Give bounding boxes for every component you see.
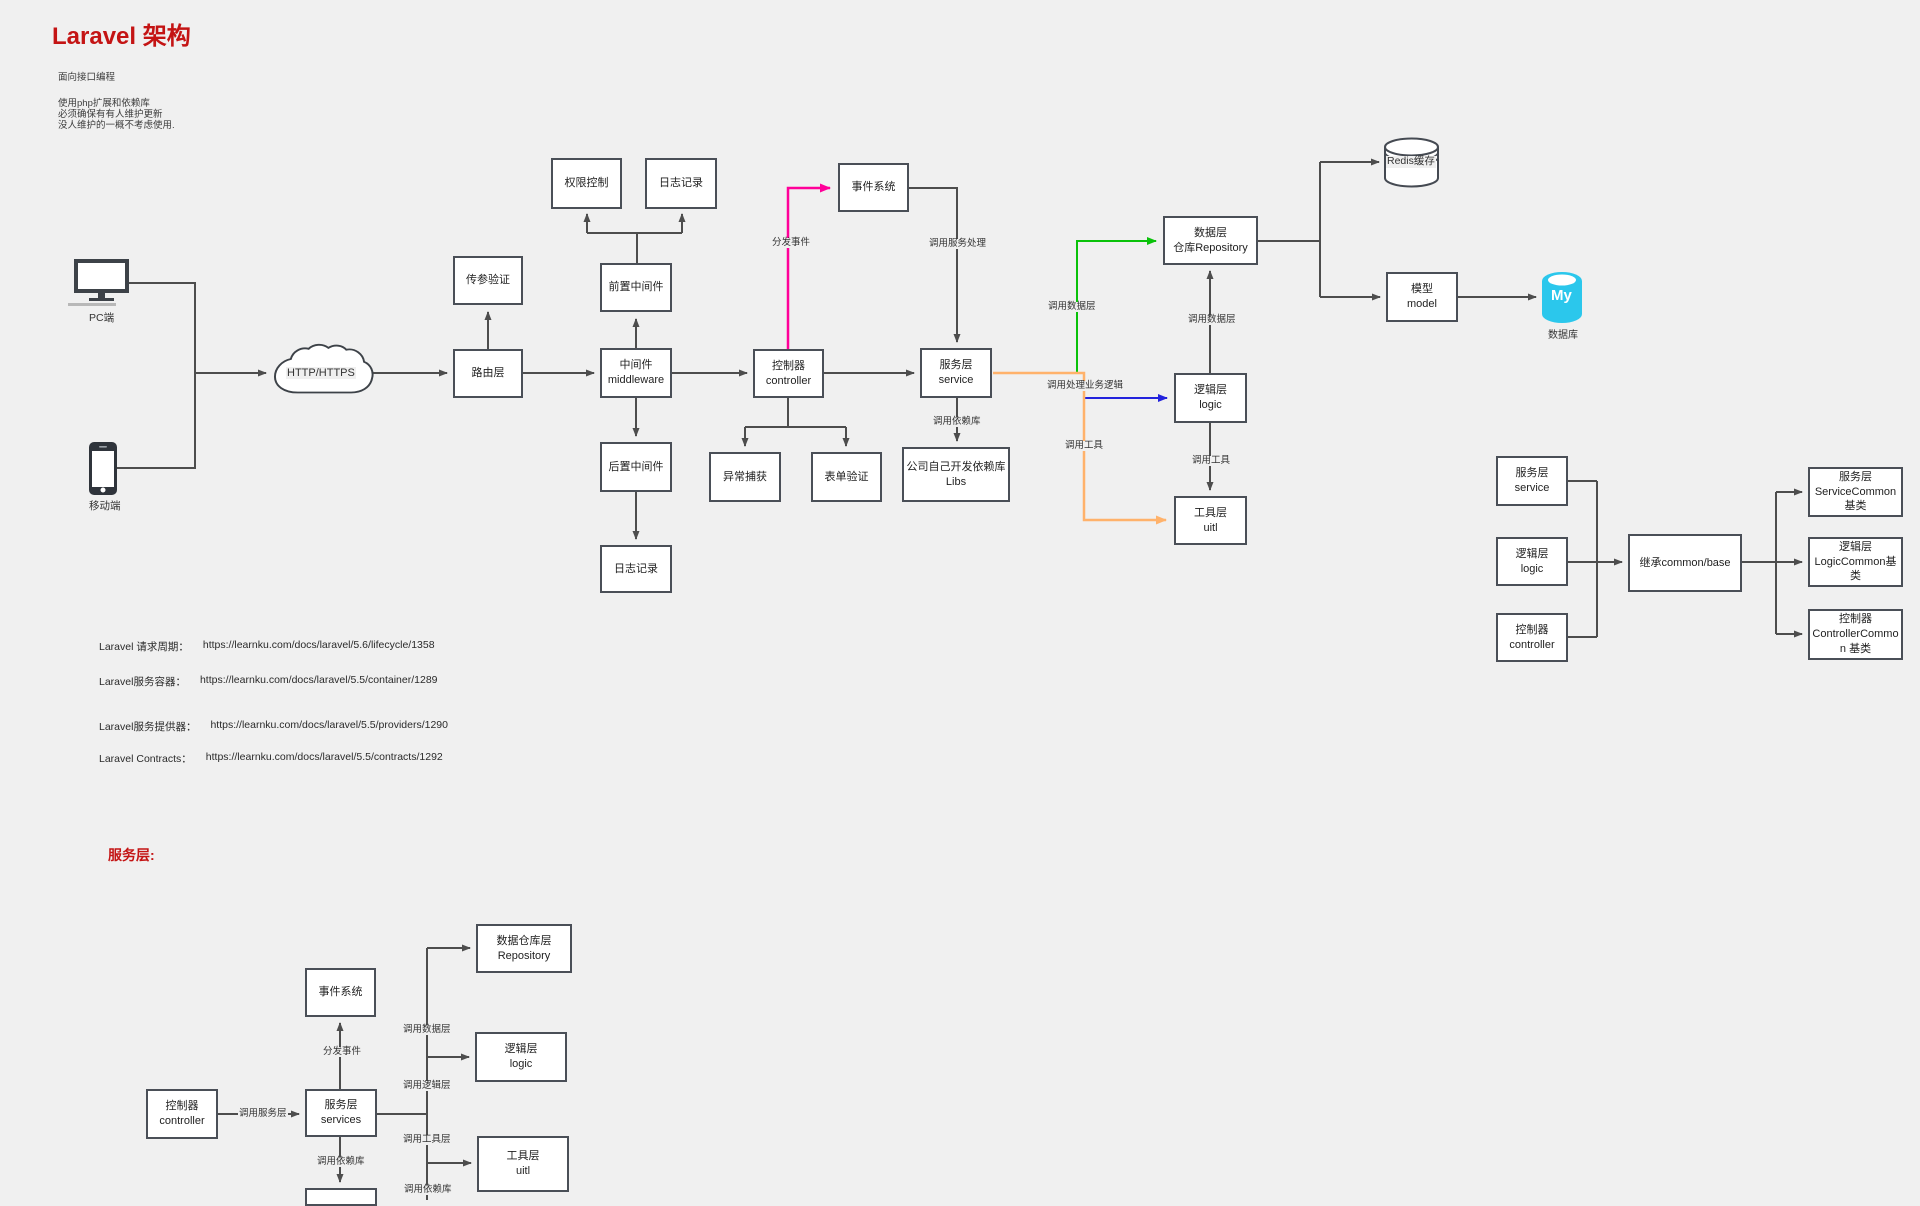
link-label: Laravel 请求周期： [99,641,189,653]
node-b-util[interactable]: 工具层 uitl [477,1136,569,1192]
label-call-data-layer-mid: 调用数据层 [1187,314,1237,326]
link-label: Laravel服务提供器： [99,721,197,733]
mobile-icon [89,442,117,495]
node-service-layer[interactable]: 服务层 service [920,348,992,398]
node-middleware[interactable]: 中间件 middleware [600,348,672,398]
link-url[interactable]: https://learnku.com/docs/laravel/5.5/pro… [210,719,448,731]
label-b-call-libs-left: 调用依赖库 [316,1156,366,1168]
node-r-service[interactable]: 服务层 service [1496,456,1568,506]
dispatch-event-connector [786,183,831,349]
label-call-libs-top: 调用依赖库 [932,416,982,428]
label-call-util-orange: 调用工具 [1064,440,1105,452]
call-data-layer-connector [1076,237,1157,372]
node-controller[interactable]: 控制器 controller [753,349,824,398]
section-heading-service-layer: 服务层: [108,847,155,863]
node-model[interactable]: 模型 model [1386,272,1458,322]
node-r-logic[interactable]: 逻辑层 logic [1496,537,1568,586]
label-call-data-layer-green: 调用数据层 [1047,301,1097,313]
note-line: 使用php扩展和依赖库 [58,98,150,109]
node-param-validation[interactable]: 传参验证 [453,256,523,305]
label-call-service-handle: 调用服务处理 [928,238,988,250]
node-post-middleware[interactable]: 后置中间件 [600,442,672,492]
label-mobile-label: 移动端 [88,500,122,513]
node-logic-layer[interactable]: 逻辑层 logic [1174,373,1247,423]
label-call-util-black: 调用工具 [1191,455,1232,467]
doc-link-contracts: Laravel Contracts： https://learnku.com/do… [99,751,443,766]
node-b-controller[interactable]: 控制器 controller [146,1089,218,1139]
node-event-system[interactable]: 事件系统 [838,163,909,212]
node-b-event-system[interactable]: 事件系统 [305,968,376,1017]
node-b-partial-box[interactable] [305,1188,377,1206]
node-b-repository[interactable]: 数据仓库层 Repository [476,924,572,973]
node-r-controller[interactable]: 控制器 controller [1496,613,1568,662]
doc-link-lifecycle: Laravel 请求周期： https://learnku.com/docs/la… [99,639,435,654]
label-dispatch-event-top: 分发事件 [771,237,812,249]
node-util-layer[interactable]: 工具层 uitl [1174,496,1247,545]
doc-link-container: Laravel服务容器： https://learnku.com/docs/lar… [99,674,438,689]
node-route-layer[interactable]: 路由层 [453,349,523,398]
node-logic-common[interactable]: 逻辑层 LogicCommon基类 [1808,537,1903,587]
node-permission-control[interactable]: 权限控制 [551,158,622,209]
node-company-libs[interactable]: 公司自己开发依赖库 Libs [902,447,1010,502]
link-url[interactable]: https://learnku.com/docs/laravel/5.5/con… [205,751,443,763]
label-call-business-logic: 调用处理业务逻辑 [1046,380,1125,392]
doc-link-providers: Laravel服务提供器： https://learnku.com/docs/la… [99,719,448,734]
node-pre-middleware[interactable]: 前置中间件 [600,263,672,312]
label-redis-cache: Redis缓存 [1386,155,1436,168]
page-title: Laravel 架构 [52,23,191,50]
label-http-https: HTTP/HTTPS [286,367,356,380]
node-b-services[interactable]: 服务层 services [305,1089,377,1137]
label-database-label: 数据库 [1547,330,1579,341]
label-pc-label: PC端 [88,312,116,325]
pc-icon [68,259,129,306]
label-b-call-libs-right: 调用依赖库 [403,1184,453,1196]
note-line: 面向接口编程 [58,72,116,83]
link-label: Laravel Contracts： [99,753,192,765]
node-form-validation[interactable]: 表单验证 [811,452,882,502]
node-data-repository[interactable]: 数据层 仓库Repository [1163,216,1258,265]
label-mysql-logo-text: My [1551,287,1572,304]
node-log-record-top[interactable]: 日志记录 [645,158,717,209]
link-label: Laravel服务容器： [99,676,186,688]
node-exception-catch[interactable]: 异常捕获 [709,452,781,502]
node-service-common[interactable]: 服务层 ServiceCommon 基类 [1808,467,1903,517]
label-b-call-data-layer: 调用数据层 [402,1024,452,1036]
label-b-call-logic-layer: 调用逻辑层 [402,1080,452,1092]
mysql-database-icon[interactable] [1542,272,1582,323]
node-b-logic[interactable]: 逻辑层 logic [475,1032,567,1082]
link-url[interactable]: https://learnku.com/docs/laravel/5.5/con… [199,674,438,686]
note-line: 必须确保有有人维护更新 [58,109,163,120]
label-b-call-service-layer: 调用服务层 [238,1108,288,1120]
node-extend-common-base[interactable]: 继承common/base [1628,534,1742,592]
link-url[interactable]: https://learnku.com/docs/laravel/5.6/lif… [202,639,435,651]
node-log-record-bottom[interactable]: 日志记录 [600,545,672,593]
label-b-call-util-layer: 调用工具层 [402,1134,452,1146]
note-line: 没人维护的一概不考虑使用. [58,120,175,131]
label-b-dispatch-event: 分发事件 [322,1046,363,1058]
node-controller-common[interactable]: 控制器 ControllerCommon 基类 [1808,609,1903,660]
